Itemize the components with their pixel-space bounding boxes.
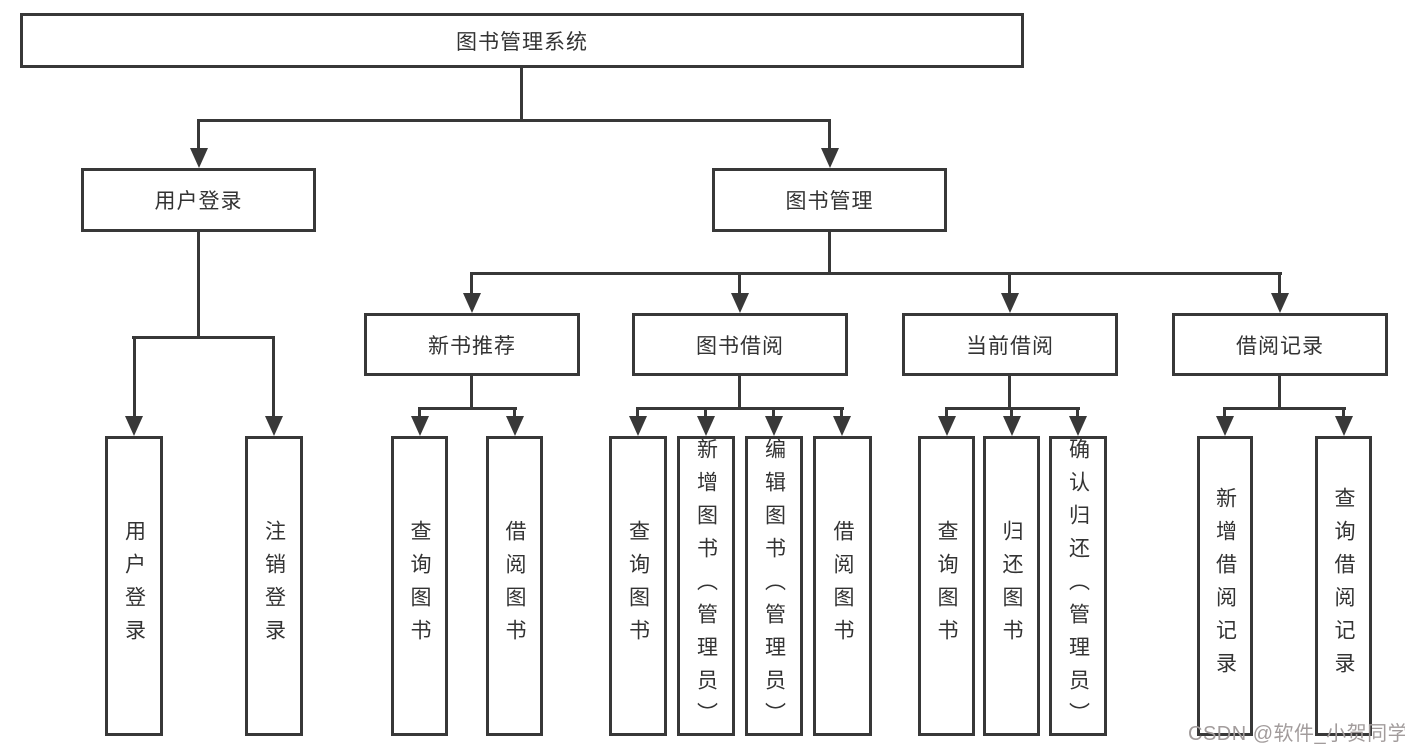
arrowhead-to-leaf11 xyxy=(1216,416,1234,436)
connector-root-stem xyxy=(520,68,523,122)
connector-to-leaf12 xyxy=(1342,407,1345,418)
leaf-label: 确认归还（管理员） xyxy=(1066,437,1090,735)
connector-new-book-split xyxy=(418,407,517,410)
connector-current-borrow-stem xyxy=(1008,376,1011,410)
arrowhead-to-leaf7 xyxy=(833,416,851,436)
leaf-label: 编辑图书（管理员） xyxy=(762,437,786,735)
arrowhead-to-leaf2 xyxy=(411,416,429,436)
connector-to-leaf2 xyxy=(418,407,421,418)
arrowhead-to-user-login xyxy=(190,148,208,168)
connector-to-leaf-logout xyxy=(272,336,275,418)
leaf-edit-books-admin: 编辑图书（管理员） xyxy=(745,436,803,736)
arrowhead-to-leaf3 xyxy=(506,416,524,436)
leaf-user-login: 用户登录 xyxy=(105,436,163,736)
leaf-label: 借阅图书 xyxy=(831,520,855,652)
connector-root-split xyxy=(197,119,831,122)
node-user-login: 用户登录 xyxy=(81,168,316,232)
connector-user-login-stem xyxy=(197,232,200,336)
connector-borrow-record-split xyxy=(1223,407,1346,410)
connector-to-current-borrow-stem xyxy=(1008,272,1011,297)
connector-book-management-stem xyxy=(828,232,831,272)
connector-to-book-borrow-stem xyxy=(738,272,741,297)
node-book-borrowing: 图书借阅 xyxy=(632,313,848,376)
connector-to-leaf5 xyxy=(704,407,707,418)
connector-book-borrow-stem xyxy=(738,376,741,410)
connector-to-leaf10 xyxy=(1076,407,1079,418)
leaf-query-books-borrow: 查询图书 xyxy=(609,436,667,736)
arrowhead-to-new-book xyxy=(463,293,481,313)
connector-to-book-management-stem xyxy=(828,119,831,151)
arrowhead-to-leaf4 xyxy=(629,416,647,436)
leaf-add-borrow-record: 新增借阅记录 xyxy=(1197,436,1253,736)
connector-new-book-stem xyxy=(470,376,473,410)
arrowhead-to-borrow-record xyxy=(1271,293,1289,313)
arrowhead-to-leaf10 xyxy=(1069,416,1087,436)
connector-to-borrow-record-stem xyxy=(1278,272,1281,297)
node-book-management: 图书管理 xyxy=(712,168,947,232)
csdn-watermark: CSDN @软件_小贺同学 xyxy=(1188,723,1405,745)
arrowhead-to-book-borrow xyxy=(731,293,749,313)
leaf-label: 归还图书 xyxy=(1000,520,1024,652)
leaf-add-books-admin: 新增图书（管理员） xyxy=(677,436,735,736)
node-current-borrowing: 当前借阅 xyxy=(902,313,1118,376)
leaf-label: 查询图书 xyxy=(626,520,650,652)
leaf-label: 新增图书（管理员） xyxy=(694,437,718,735)
leaf-borrow-books-recommend: 借阅图书 xyxy=(486,436,543,736)
connector-to-leaf8 xyxy=(945,407,948,418)
connector-book-management-split xyxy=(470,272,1282,275)
arrowhead-to-leaf-user-login xyxy=(125,416,143,436)
node-new-book-recommend: 新书推荐 xyxy=(364,313,580,376)
arrowhead-to-leaf6 xyxy=(765,416,783,436)
node-borrowing-records: 借阅记录 xyxy=(1172,313,1388,376)
leaf-label: 查询借阅记录 xyxy=(1332,487,1356,685)
arrowhead-to-book-management xyxy=(821,148,839,168)
leaf-label: 查询图书 xyxy=(408,520,432,652)
leaf-label: 用户登录 xyxy=(122,520,146,652)
connector-to-leaf7 xyxy=(840,407,843,418)
connector-to-user-login-stem xyxy=(197,119,200,151)
leaf-query-books-current: 查询图书 xyxy=(918,436,975,736)
arrowhead-to-leaf-logout xyxy=(265,416,283,436)
connector-borrow-record-stem xyxy=(1278,376,1281,410)
arrowhead-to-leaf12 xyxy=(1335,416,1353,436)
connector-to-leaf11 xyxy=(1223,407,1226,418)
connector-to-leaf6 xyxy=(772,407,775,418)
arrowhead-to-leaf9 xyxy=(1003,416,1021,436)
connector-user-login-split xyxy=(132,336,275,339)
connector-to-new-book-stem xyxy=(470,272,473,297)
leaf-return-books: 归还图书 xyxy=(983,436,1040,736)
arrowhead-to-current-borrow xyxy=(1001,293,1019,313)
node-library-management-system: 图书管理系统 xyxy=(20,13,1024,68)
connector-to-leaf-user-login xyxy=(133,336,136,418)
leaf-borrow-books: 借阅图书 xyxy=(813,436,872,736)
leaf-confirm-return-admin: 确认归还（管理员） xyxy=(1049,436,1107,736)
leaf-query-books-recommend: 查询图书 xyxy=(391,436,448,736)
connector-to-leaf3 xyxy=(513,407,516,418)
connector-to-leaf9 xyxy=(1010,407,1013,418)
leaf-logout-login: 注销登录 xyxy=(245,436,303,736)
leaf-label: 查询图书 xyxy=(935,520,959,652)
leaf-label: 借阅图书 xyxy=(503,520,527,652)
arrowhead-to-leaf5 xyxy=(697,416,715,436)
leaf-label: 注销登录 xyxy=(262,520,286,652)
connector-book-borrow-split xyxy=(636,407,844,410)
leaf-query-borrow-record: 查询借阅记录 xyxy=(1315,436,1372,736)
connector-to-leaf4 xyxy=(636,407,639,418)
leaf-label: 新增借阅记录 xyxy=(1213,487,1237,685)
arrowhead-to-leaf8 xyxy=(938,416,956,436)
